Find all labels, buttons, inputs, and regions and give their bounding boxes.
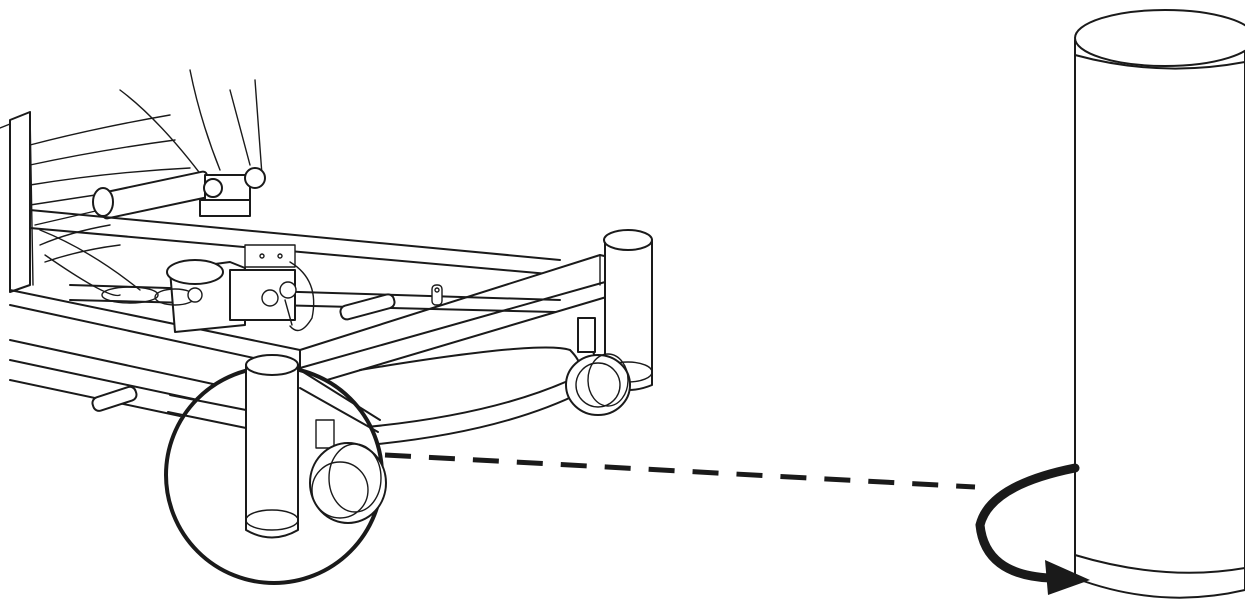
enlarged-corner-post bbox=[1074, 9, 1245, 599]
callout-dashed-line bbox=[384, 452, 976, 490]
post-top-cap bbox=[1074, 9, 1245, 67]
frame-crossbar bbox=[98, 170, 212, 220]
side-pin bbox=[91, 385, 138, 412]
magnifier-circle bbox=[164, 354, 387, 585]
rotation-arrow-head-icon bbox=[1045, 560, 1090, 595]
front-corner-post bbox=[245, 364, 299, 539]
rear-caster-assembly bbox=[565, 229, 653, 416]
bed-frame-illustration bbox=[0, 69, 653, 451]
rotation-arrow bbox=[975, 463, 1090, 595]
front-caster-wheel bbox=[309, 442, 387, 524]
headboard-post bbox=[9, 111, 31, 293]
post-bottom-band bbox=[1074, 554, 1245, 574]
